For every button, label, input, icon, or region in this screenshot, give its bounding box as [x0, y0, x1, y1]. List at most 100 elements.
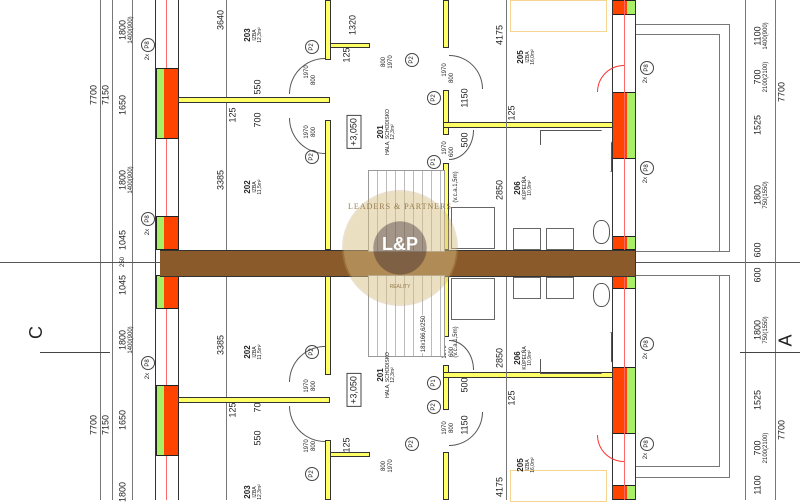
window — [156, 68, 179, 139]
balcony-door-swing — [597, 65, 624, 92]
dim-1400: 1400(900) — [128, 326, 134, 354]
door-width: 800 — [381, 460, 387, 472]
door-tag-p2: P2 — [427, 91, 441, 105]
window-count: 2x — [643, 352, 649, 360]
door-height: 1970 — [442, 63, 448, 77]
headroom-note: (v.c.a.1,5m) — [453, 326, 459, 358]
window-tag-p8: P8 — [640, 437, 654, 451]
wall — [443, 452, 449, 500]
window-count: 2x — [145, 53, 151, 61]
window-tag-p8: P8 — [640, 337, 654, 351]
headroom-note: (v.c.a.1,5m) — [453, 171, 459, 203]
stair-spec: 18x166,6/250 — [421, 314, 427, 354]
section-line-c — [40, 352, 110, 353]
sink — [546, 228, 574, 250]
door-width: 800 — [381, 56, 387, 68]
dim-line-right-outer — [775, 0, 776, 500]
balcony-outline-top — [636, 24, 730, 252]
dim-1650: 1650 — [117, 94, 128, 116]
bathtub — [540, 130, 612, 172]
dim-1320: 1320 — [347, 14, 358, 36]
sink — [546, 277, 574, 299]
dim-125: 125 — [341, 437, 352, 453]
window-count: 2x — [643, 452, 649, 460]
window-tag-p8: P8 — [141, 38, 155, 52]
door-width: 800 — [449, 422, 455, 434]
dim-750: 750(1550) — [763, 181, 769, 209]
door-height: 1970 — [304, 439, 310, 453]
dim-700: 700 — [752, 69, 763, 85]
wall — [443, 122, 613, 128]
door-height: 1970 — [442, 141, 448, 155]
dim-750: 750(1550) — [763, 316, 769, 344]
dim-250: 250 — [120, 256, 126, 268]
window-count: 2x — [145, 228, 151, 236]
window-count: 2x — [643, 176, 649, 184]
dim-3385: 3385 — [215, 334, 226, 356]
dim-125: 125 — [506, 105, 517, 121]
wall — [443, 365, 449, 410]
wardrobe — [510, 470, 607, 502]
dim-1100: 1100 — [752, 26, 763, 46]
dim-550: 550 — [252, 79, 263, 95]
dim-1045: 1045 — [117, 229, 128, 251]
wall-line-right2 — [635, 0, 636, 500]
dim-1045: 1045 — [117, 274, 128, 296]
door-width: 800 — [311, 126, 317, 138]
door-height: 1970 — [304, 65, 310, 79]
wardrobe — [510, 0, 607, 32]
section-marker-a: A — [775, 334, 796, 347]
dim-2100: 2100(2100) — [763, 61, 769, 93]
dim-1800: 1800 — [117, 169, 128, 191]
door-height: 1970 — [304, 379, 310, 393]
window-tag-p8: P8 — [141, 212, 155, 226]
door-width: 800 — [449, 72, 455, 84]
toilet — [593, 220, 610, 244]
dim-7700-bottom: 7700 — [88, 414, 99, 436]
dim-7700: 7700 — [776, 419, 787, 441]
door-height: 1970 — [304, 125, 310, 139]
window-count: 2x — [643, 76, 649, 84]
wall — [325, 440, 331, 500]
room-area: 16,0m² — [530, 457, 537, 473]
dim-line-left-detail — [132, 0, 133, 500]
room-area: 12,3m² — [257, 27, 264, 43]
watermark-logo-text: L&P — [382, 234, 418, 254]
dim-line-right — [745, 0, 746, 500]
dim-2850: 2850 — [494, 347, 505, 369]
dim-700: 700 — [252, 112, 263, 128]
door-tag-p2: P2 — [305, 345, 319, 359]
dim-125: 125 — [227, 107, 238, 123]
dim-7150-top: 7150 — [100, 84, 111, 106]
window — [156, 275, 179, 309]
room-area: 12,3m² — [257, 484, 264, 500]
sink — [513, 228, 541, 250]
door-width: 600 — [449, 146, 455, 158]
room-area: 10,9m² — [527, 180, 534, 196]
door-tag-p2: P2 — [405, 53, 419, 67]
door-tag-p2: P2 — [305, 40, 319, 54]
door-tag-p1: P1 — [427, 155, 441, 169]
wall — [443, 372, 613, 378]
balcony-outline-bottom — [636, 275, 730, 478]
dim-4175: 4175 — [494, 476, 505, 498]
door-tag-p2: P2 — [305, 467, 319, 481]
window — [156, 385, 179, 456]
dim-2850: 2850 — [494, 179, 505, 201]
dim-1800: 1800 — [752, 319, 763, 341]
dim-1525: 1525 — [752, 389, 763, 411]
door-height: 1970 — [388, 55, 394, 69]
room-area: 16,0m² — [530, 49, 537, 65]
dim-500: 500 — [459, 377, 470, 393]
door-width: 800 — [311, 74, 317, 86]
balcony-outline-top-inner — [636, 34, 720, 251]
dim-1150: 1150 — [459, 88, 470, 108]
dim-line-left-inner — [112, 0, 113, 500]
dim-125: 125 — [341, 47, 352, 63]
